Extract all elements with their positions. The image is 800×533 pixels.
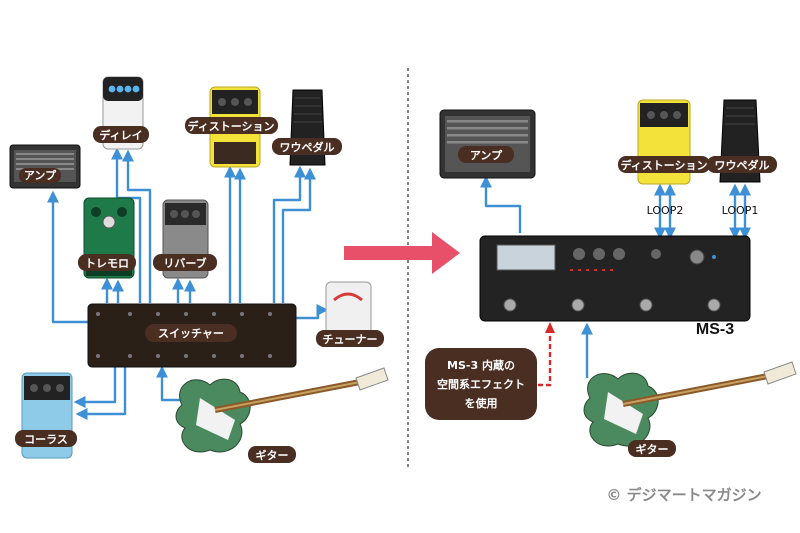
tuner-pedal: チューナー [316, 281, 384, 347]
tremolo-pedal: トレモロ [78, 197, 136, 279]
wah-pedal-right: ワウペダル [707, 99, 777, 183]
guitar-right: ギター [583, 361, 797, 457]
loop2-label: LOOP2 [647, 204, 684, 217]
guitar-left-label: ギター [256, 448, 289, 462]
distortion-left-label: ディストーション [187, 119, 274, 133]
note-line2: 空間系エフェクト [437, 377, 525, 391]
switcher-label: スイッチャー [158, 327, 224, 340]
note-line1: MS-3 内蔵の [447, 358, 515, 372]
tremolo-label: トレモロ [85, 257, 129, 270]
delay-label: ディレイ [99, 128, 142, 142]
internal-effect-connector [538, 328, 552, 387]
distortion-pedal-right: ディストーション [618, 99, 710, 185]
wah-pedal-left: ワウペダル [272, 89, 342, 166]
distortion-right-label: ディストーション [620, 158, 707, 172]
tuner-label: チューナー [323, 333, 378, 346]
wah-right-label: ワウペダル [715, 158, 770, 172]
ms3-name: MS-3 [696, 321, 734, 338]
reverb-label: リバーブ [163, 256, 206, 270]
note-line3: を使用 [465, 396, 498, 410]
loop1-label: LOOP1 [722, 204, 759, 217]
amp-right-label: アンプ [470, 148, 503, 162]
internal-effect-note: MS-3 内蔵の 空間系エフェクト を使用 [425, 348, 537, 420]
guitar-right-label: ギター [636, 442, 669, 456]
left-wiring [47, 147, 329, 420]
amp-left: アンプ [9, 144, 81, 189]
amp-right: アンプ [439, 109, 536, 179]
reverb-pedal: リバーブ [153, 199, 217, 279]
wah-left-label: ワウペダル [280, 140, 335, 154]
guitar-left: ギター [175, 367, 389, 463]
switcher-unit: スイッチャー [87, 303, 297, 368]
copyright-text: © デジマートマガジン [606, 486, 761, 504]
transition-arrow [344, 232, 460, 274]
ms3-device [479, 235, 751, 322]
chorus-label: コーラス [24, 433, 68, 446]
chorus-pedal: コーラス [15, 372, 77, 459]
right-wiring [480, 175, 751, 378]
amp-left-label: アンプ [24, 168, 57, 182]
distortion-pedal-left: ディストーション [185, 86, 278, 168]
delay-pedal: ディレイ [93, 76, 149, 150]
